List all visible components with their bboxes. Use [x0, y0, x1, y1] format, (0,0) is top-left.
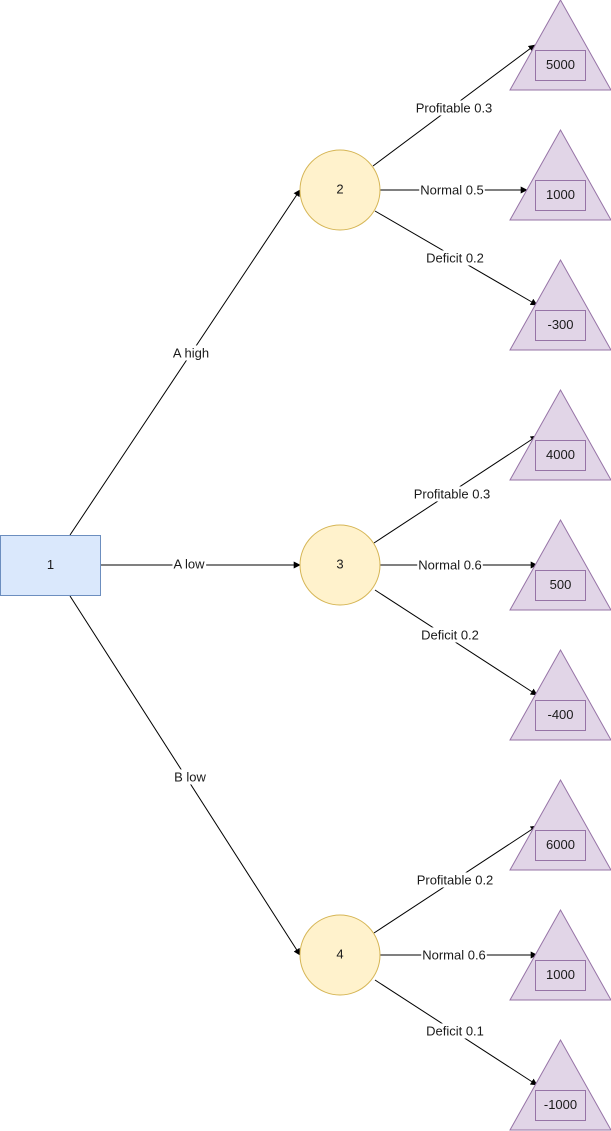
branch-label-1-background	[171, 345, 211, 361]
payoff-box-4	[535, 440, 586, 471]
payoff-value-3: -300	[547, 317, 573, 332]
terminal-node-6[interactable]	[509, 648, 611, 741]
outcome-label-5-background	[417, 557, 483, 573]
decision-node[interactable]	[0, 535, 101, 596]
chance-node-2[interactable]	[299, 524, 381, 606]
payoff-value-9: -1000	[544, 1097, 577, 1112]
branch-label-2: A low	[173, 556, 205, 571]
outcome-label-1: Profitable 0.3	[416, 100, 493, 115]
chance-node-label-2: 3	[336, 556, 343, 571]
payoff-box-1	[535, 50, 586, 81]
payoff-value-8: 1000	[546, 967, 575, 982]
outcome-label-6-background	[420, 627, 480, 643]
payoff-box-9	[535, 1090, 586, 1121]
chance-node-1[interactable]	[299, 149, 381, 231]
outcome-label-1-background	[414, 100, 494, 116]
terminal-node-9[interactable]	[509, 1038, 611, 1131]
payoff-box-3	[535, 310, 586, 341]
outcome-label-9-background	[425, 1023, 485, 1039]
outcome-edge-6	[374, 589, 538, 696]
decision-node-label: 1	[47, 557, 54, 572]
payoff-value-6: -400	[547, 707, 573, 722]
outcome-label-2: Normal 0.5	[420, 182, 484, 197]
outcome-label-4: Profitable 0.3	[414, 486, 491, 501]
terminal-node-1[interactable]	[509, 0, 611, 91]
outcome-label-7-background	[415, 872, 495, 888]
outcome-label-5: Normal 0.6	[418, 557, 482, 572]
outcome-label-8: Normal 0.6	[422, 947, 486, 962]
outcome-label-7: Profitable 0.2	[417, 872, 494, 887]
branch-label-2-background	[172, 556, 207, 572]
outcome-label-2-background	[419, 182, 485, 198]
payoff-box-5	[535, 570, 586, 601]
branch-label-1: A high	[173, 345, 209, 360]
outcome-label-8-background	[421, 947, 487, 963]
chance-node-label-1: 2	[336, 181, 343, 196]
chance-node-3[interactable]	[299, 914, 381, 996]
payoff-value-7: 6000	[546, 837, 575, 852]
branch-label-3-background	[173, 769, 208, 785]
terminal-node-4[interactable]	[509, 388, 611, 481]
outcome-label-6: Deficit 0.2	[421, 627, 479, 642]
branch-label-3: B low	[174, 769, 206, 784]
payoff-value-5: 500	[550, 577, 572, 592]
branch-edge-1	[69, 189, 301, 536]
payoff-box-2	[535, 180, 586, 211]
outcome-label-9: Deficit 0.1	[426, 1023, 484, 1038]
payoff-box-7	[535, 830, 586, 861]
terminal-node-3[interactable]	[509, 258, 611, 351]
payoff-value-4: 4000	[546, 447, 575, 462]
outcome-label-4-background	[412, 486, 492, 502]
outcome-label-3: Deficit 0.2	[426, 250, 484, 265]
payoff-value-1: 5000	[546, 57, 575, 72]
payoff-box-6	[535, 700, 586, 731]
chance-node-label-3: 4	[336, 946, 343, 961]
outcome-label-3-background	[425, 250, 485, 266]
payoff-box-8	[535, 960, 586, 991]
payoff-value-2: 1000	[546, 187, 575, 202]
terminal-node-7[interactable]	[509, 778, 611, 871]
terminal-node-2[interactable]	[509, 128, 611, 221]
